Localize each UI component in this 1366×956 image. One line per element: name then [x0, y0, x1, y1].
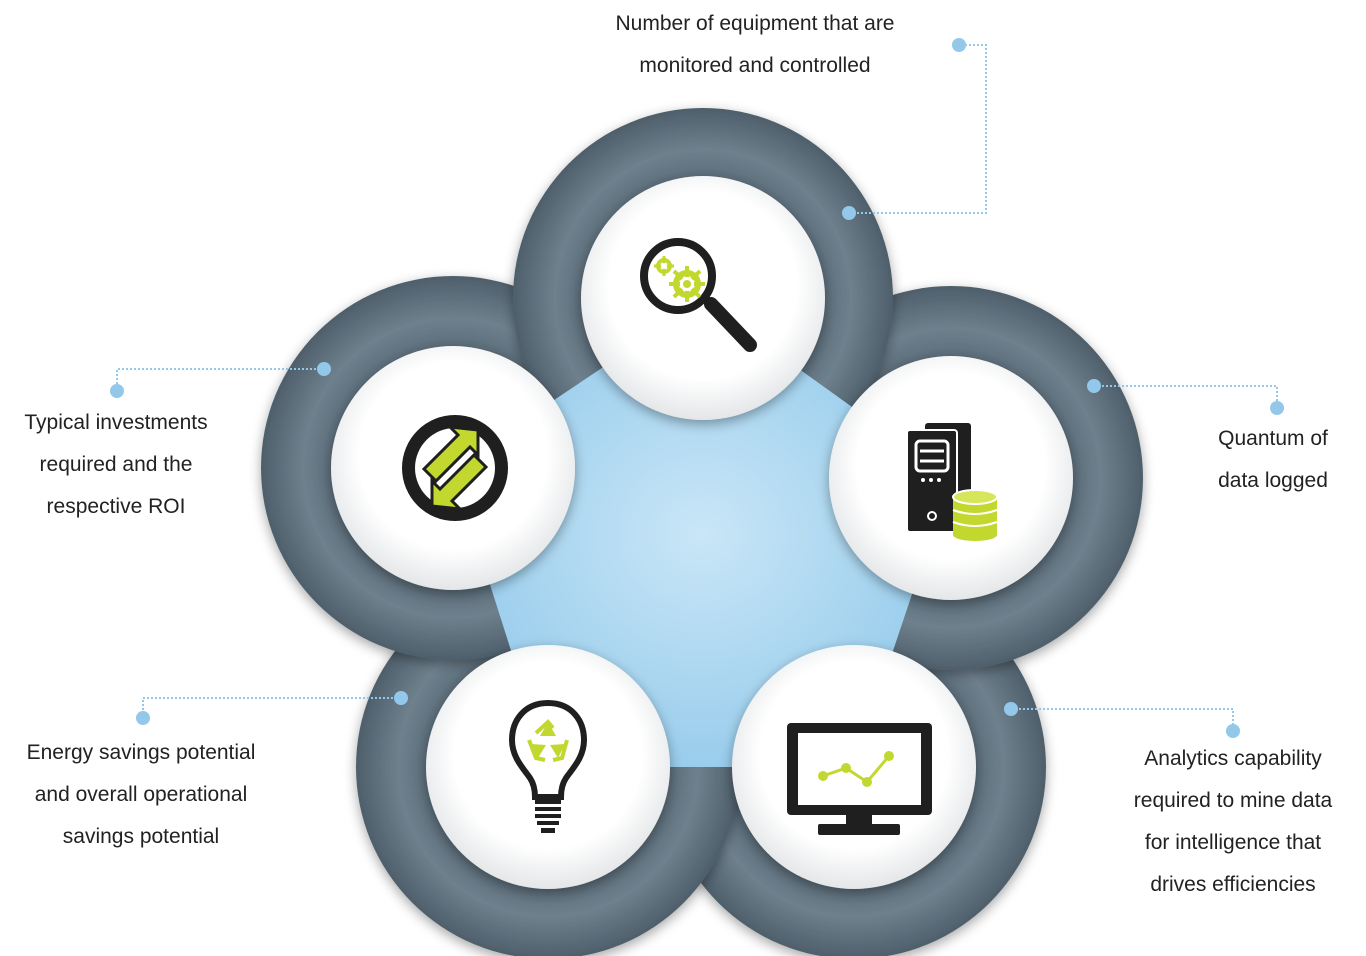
label-line: Number of equipment that are [615, 12, 895, 35]
connector-dot [842, 206, 856, 220]
server-database-icon [906, 423, 998, 541]
connector-bottom-left [142, 697, 401, 718]
connector-dots [110, 38, 1284, 738]
connector-dot [317, 362, 331, 376]
connector-bottom-right [1011, 708, 1234, 731]
label-line: drives efficiencies [1150, 873, 1316, 896]
label-line: savings potential [62, 825, 220, 848]
connector-dot [1087, 379, 1101, 393]
connector-top [849, 44, 987, 214]
label-line: required and the [39, 453, 193, 476]
label-line: Quantum of [1218, 427, 1328, 450]
label-line: data logged [1218, 469, 1328, 492]
magnifier-gears-icon [640, 238, 757, 352]
label-line: Typical investments [24, 411, 208, 434]
connector-dot [952, 38, 966, 52]
connectors [116, 44, 1278, 731]
monitor-chart-icon [787, 723, 932, 835]
connector-dot [1226, 724, 1240, 738]
label-right: Quantum of data logged [1188, 418, 1358, 502]
label-line: for intelligence that [1144, 831, 1322, 854]
connector-dot [110, 384, 124, 398]
refresh-arrows-icon [402, 415, 508, 521]
connector-right [1094, 385, 1278, 408]
label-line: required to mine data [1133, 789, 1333, 812]
lightbulb-recycle-icon [508, 699, 588, 833]
label-bottom-right: Analytics capability required to mine da… [1102, 738, 1364, 906]
label-top: Number of equipment that are monitored a… [575, 3, 935, 87]
connector-left [116, 368, 324, 391]
label-line: respective ROI [46, 495, 186, 518]
connector-dot [1270, 401, 1284, 415]
connector-dot [394, 691, 408, 705]
connector-dot [1004, 702, 1018, 716]
label-line: Energy savings potential [26, 741, 256, 764]
label-line: and overall operational [34, 783, 248, 806]
label-bottom-left: Energy savings potential and overall ope… [2, 732, 280, 858]
label-line: Analytics capability [1144, 747, 1322, 770]
label-left: Typical investments required and the res… [0, 402, 232, 528]
connector-dot [136, 711, 150, 725]
label-line: monitored and controlled [639, 54, 871, 77]
